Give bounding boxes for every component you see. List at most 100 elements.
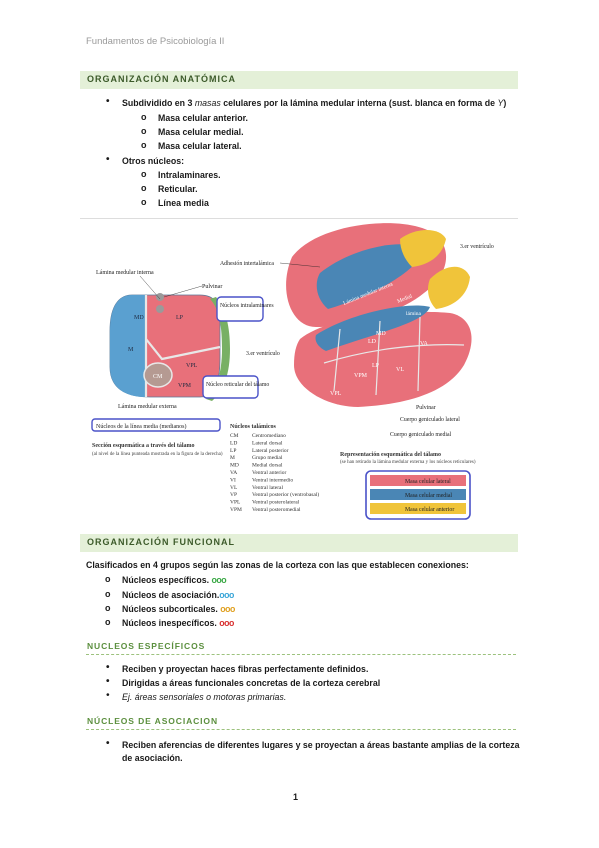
nucleus-vl-label: VL	[396, 367, 404, 373]
legend-swatch	[370, 489, 466, 500]
text: Núcleos específicos.	[122, 575, 212, 585]
abbreviation-code: LP	[230, 448, 236, 454]
label-ventriculo-top: 3.er ventrículo	[460, 244, 494, 250]
thalamus-figure: MD LP M CM VPL VPM Lámina medular intern…	[91, 223, 494, 520]
abbreviation-meaning: Ventral anterior	[252, 470, 287, 476]
label-geniculado-lateral: Cuerpo geniculado lateral	[400, 417, 460, 423]
thalamus-3d-diagram	[286, 223, 472, 407]
section-band-anatomica: ORGANIZACIÓN ANATÓMICA	[80, 71, 518, 89]
text: Núcleos subcorticales.	[122, 604, 221, 614]
color-dots: ooo	[220, 604, 235, 614]
representation-body: (se han retirado la lámina medular exter…	[340, 460, 476, 465]
section-title: ORGANIZACIÓN ANATÓMICA	[87, 74, 236, 84]
subsection-title-especificos: NUCLEOS ESPECÍFICOS	[87, 641, 206, 651]
nucleus-ld-label: LD	[368, 339, 377, 345]
list-subitem: Núcleos específicos. ooo	[105, 573, 227, 586]
color-dots: ooo	[219, 618, 234, 628]
list-subitem: Masa celular medial.	[141, 125, 243, 138]
label-pulvinar-left: Pulvinar	[202, 284, 222, 290]
page-number: 1	[293, 792, 299, 802]
nucleus-va-label: VA	[420, 341, 429, 347]
text: Subdividido en 3	[122, 98, 195, 108]
label-geniculado-medial: Cuerpo geniculado medial	[390, 432, 452, 438]
abbreviation-meaning: Ventral lateral	[252, 485, 283, 491]
abbreviation-meaning: Lateral dorsal	[252, 440, 283, 446]
list-subitem: Núcleos de asociación.ooo	[105, 588, 234, 601]
abbreviation-meaning: Lateral posterior	[252, 448, 289, 454]
list-item-continued: de asociación.	[122, 753, 183, 763]
list-item-example: Ej. áreas sensoriales o motoras primaria…	[106, 690, 286, 703]
abbreviation-code: VA	[230, 470, 237, 476]
abbreviation-meaning: Ventral posterolateral	[252, 500, 300, 506]
running-header: Fundamentos de Psicobiología II	[86, 36, 225, 47]
abbreviation-meaning: Ventral intermedio	[252, 477, 293, 483]
nucleus-md-label: MD	[134, 315, 144, 321]
section-title: ORGANIZACIÓN FUNCIONAL	[87, 537, 235, 547]
list-item: Otros núcleos:	[106, 154, 184, 167]
abbreviation-code: VI	[230, 477, 236, 483]
divider	[80, 218, 518, 219]
abbreviation-code: VL	[230, 485, 238, 491]
label-medial: Medial	[397, 293, 414, 305]
list-subitem: Reticular.	[141, 182, 197, 195]
list-subitem: Núcleos subcorticales. ooo	[105, 602, 235, 615]
list-subitem: Intralaminares.	[141, 168, 220, 181]
dashed-divider	[86, 654, 516, 655]
nucleus-vpl-label: VPL	[186, 363, 198, 369]
legend-label: Masa celular anterior	[405, 507, 454, 513]
legend-swatch	[370, 475, 466, 486]
label-pulvinar-right: Pulvinar	[416, 405, 436, 411]
label-adhesion: Adhesión intertalámica	[220, 261, 274, 267]
list-subitem: Masa celular anterior.	[141, 111, 248, 124]
section-band-funcional: ORGANIZACIÓN FUNCIONAL	[80, 534, 518, 552]
text-emphasis: masas	[194, 98, 221, 108]
nucleus-vpm-label: VPM	[178, 383, 192, 389]
list-subitem: Núcleos inespecíficos. ooo	[105, 616, 234, 629]
text: celulares por la lámina medular interna …	[220, 98, 498, 108]
abbreviation-code: VPM	[230, 507, 242, 513]
abbreviation-meaning: Ventral posteromedial	[252, 507, 301, 513]
nucleus-cm-label: CM	[153, 374, 163, 380]
legend-label: Masa celular lateral	[405, 479, 451, 485]
label-lamina-externa: Lámina medular externa	[118, 404, 177, 410]
intro-text: Clasificados en 4 grupos según las zonas…	[86, 560, 469, 570]
representation-title: Representación esquemática del tálamo	[340, 452, 441, 458]
abbreviation-code: VPL	[230, 500, 241, 506]
nucleus-vpl-right-label: VPL	[330, 391, 342, 397]
abbreviation-meaning: Medial dorsal	[252, 463, 283, 469]
label-ventriculo-left: 3.er ventrículo	[246, 351, 280, 357]
color-dots: ooo	[211, 575, 227, 585]
label-linea-media: Núcleos de la línea media (medianos)	[96, 423, 186, 430]
dashed-divider	[86, 729, 516, 730]
text: )	[503, 98, 507, 108]
list-item: Reciben aferencias de diferentes lugares…	[106, 738, 519, 751]
color-dots: ooo	[219, 590, 234, 600]
text-emphasis: Y	[497, 98, 504, 108]
thalamus-section-diagram: MD LP M CM VPL VPM	[109, 293, 230, 401]
list-item: Dirigidas a áreas funcionales concretas …	[106, 676, 380, 689]
nucleos-title: Núcleos talámicos	[230, 424, 276, 430]
label-reticular: Núcleo reticular del tálamo	[206, 382, 269, 388]
list-item: Reciben y proyectan haces fibras perfect…	[106, 662, 368, 675]
text: Núcleos de asociación.	[122, 590, 220, 600]
list-subitem: Masa celular lateral.	[141, 139, 242, 152]
text: Núcleos inespecíficos.	[122, 618, 220, 628]
subsection-title-asociacion: NÚCLEOS DE ASOCIACION	[87, 716, 218, 726]
abbreviation-meaning: Ventral posterior (ventrobasal)	[252, 491, 319, 498]
nucleus-lp-right-label: LP	[372, 363, 380, 369]
section-caption-body: (al nivel de la línea punteada mostrada …	[92, 452, 223, 457]
abbreviation-meaning: Grupo medial	[252, 455, 283, 461]
abbreviation-code: CM	[230, 433, 239, 439]
section-caption-title: Sección esquemática a través del tálamo	[92, 443, 194, 449]
abbreviation-code: LD	[230, 440, 237, 446]
abbreviation-code: VP	[230, 492, 237, 498]
nucleus-lp-label: LP	[176, 315, 184, 321]
label-lamina-interna: Lámina medular interna	[96, 270, 154, 276]
list-subitem: Línea media	[141, 196, 209, 209]
nucleus-m-label: M	[128, 347, 134, 353]
label-intralaminares: Núcleos intralaminares	[220, 303, 274, 309]
legend-label: Masa celular medial	[405, 493, 452, 499]
nucleus-md-right-label: MD	[376, 331, 386, 337]
